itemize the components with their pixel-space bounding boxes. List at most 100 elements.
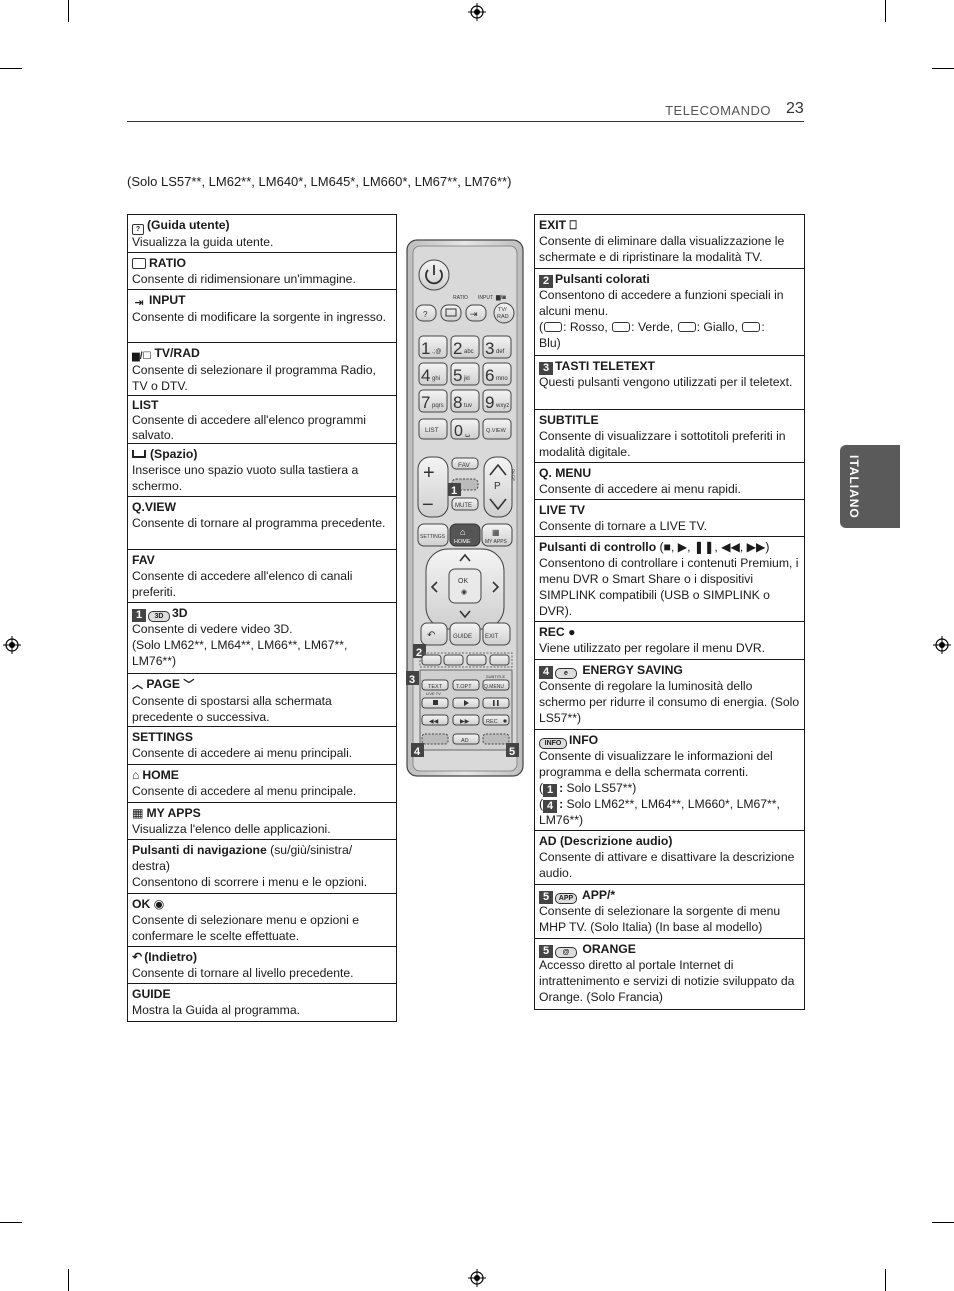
callout-badge: 3 — [539, 362, 553, 375]
mute-button[interactable]: MUTE — [451, 497, 479, 511]
page-up-icon: ︿ — [132, 679, 143, 691]
svg-text:OK: OK — [458, 578, 468, 585]
guide-button[interactable]: ? — [415, 304, 437, 322]
callout-badge: 1 — [132, 609, 146, 622]
callout-badge: 1 — [543, 783, 558, 797]
page-rocker[interactable]: P — [483, 456, 513, 518]
svg-text:TV/: TV/ — [498, 307, 507, 313]
pause-button[interactable] — [482, 697, 510, 709]
tv-rad-button[interactable]: TV/ RAD — [493, 302, 515, 324]
callout-badge: 2 — [539, 275, 553, 288]
ok-button[interactable]: OK◉ — [448, 568, 482, 604]
svg-text:Q.VIEW: Q.VIEW — [486, 428, 507, 434]
svg-text:pqrs: pqrs — [432, 403, 444, 409]
table-row: 5@ ORANGE Accesso diretto al portale Int… — [535, 939, 804, 1010]
table-row: RATIO Consente di ridimensionare un'imma… — [128, 253, 396, 290]
crop-mark — [0, 1222, 22, 1223]
energy-saving-button[interactable] — [421, 733, 449, 745]
fast-forward-button[interactable]: ▶▶ — [452, 714, 480, 726]
table-row: LIST Consente di accedere all'elenco pro… — [128, 396, 396, 444]
ratio-button[interactable] — [440, 304, 462, 322]
app-button[interactable] — [482, 733, 510, 745]
svg-text:TEXT: TEXT — [428, 684, 443, 690]
ad-button[interactable]: AD — [452, 733, 480, 745]
page-number: 23 — [786, 100, 804, 117]
orange-icon: @ — [555, 947, 577, 958]
blue-button[interactable] — [489, 654, 510, 666]
green-button[interactable] — [443, 654, 464, 666]
play-icon: ▶ — [677, 540, 688, 554]
rec-icon: ● — [568, 625, 576, 639]
table-row: ↶(Indietro) Consente di tornare al livel… — [128, 947, 396, 984]
svg-text:3: 3 — [409, 674, 415, 686]
header-rule — [127, 121, 804, 122]
back-button[interactable]: ↶ — [420, 622, 448, 646]
exit-button[interactable]: EXIT — [482, 622, 511, 646]
home-button[interactable]: ⌂HOME — [449, 523, 481, 547]
table-row: Q. MENU Consente di accedere ai menu rap… — [535, 463, 804, 500]
red-button[interactable] — [421, 654, 442, 666]
svg-text:4: 4 — [421, 366, 430, 385]
ratio-label: RATIO — [453, 295, 468, 301]
svg-text:↶: ↶ — [427, 630, 435, 641]
table-row: SUBTITLE Consente di visualizzare i sott… — [535, 410, 804, 463]
crop-mark — [68, 0, 69, 22]
text-button[interactable]: TEXT — [421, 679, 449, 691]
topt-button[interactable]: T.OPT — [452, 679, 480, 691]
digit-1-button[interactable]: 1.;@ — [418, 335, 448, 359]
table-row: (Spazio) Inserisce uno spazio vuoto sull… — [128, 444, 396, 497]
svg-text:9: 9 — [485, 393, 494, 412]
svg-text:4: 4 — [414, 746, 421, 758]
play-button[interactable] — [452, 697, 480, 709]
stop-button[interactable] — [421, 697, 449, 709]
rec-button[interactable]: REC — [482, 714, 510, 726]
svg-text:2: 2 — [416, 647, 422, 659]
settings-button[interactable]: SETTINGS — [417, 523, 449, 547]
app-icon: APP — [555, 893, 577, 904]
qview-button[interactable]: Q.VIEW — [482, 418, 512, 440]
zero-button[interactable]: 0␣ — [450, 418, 480, 440]
svg-text:5: 5 — [453, 366, 462, 385]
volume-rocker[interactable]: +− — [417, 456, 449, 518]
info-icon: INFO — [539, 738, 567, 749]
svg-text:mno: mno — [496, 376, 508, 382]
tv-radio-icon: ▆/☐ — [132, 351, 152, 362]
my-apps-icon: ▦ — [132, 806, 144, 820]
pause-icon: ❚❚ — [693, 540, 715, 554]
svg-text:.;@: .;@ — [432, 349, 441, 355]
list-button[interactable]: LIST — [418, 418, 448, 440]
live-tv-label: LIVE TV — [426, 691, 441, 696]
callout-badge: 4 — [539, 666, 553, 679]
rewind-button[interactable]: ◀◀ — [421, 714, 449, 726]
qmenu-button[interactable]: Q.MENU — [482, 679, 510, 691]
crop-mark — [0, 68, 22, 69]
svg-text:◀◀: ◀◀ — [429, 719, 439, 725]
svg-text:6: 6 — [485, 366, 494, 385]
power-button[interactable] — [418, 259, 450, 291]
color-buttons-group — [419, 652, 513, 668]
svg-text:EXIT: EXIT — [485, 634, 499, 640]
right-function-table: EXIT ⎕ Consente di eliminare dalla visua… — [534, 214, 805, 1010]
stop-icon: ■ — [663, 540, 671, 554]
svg-text:T.OPT: T.OPT — [456, 684, 472, 690]
table-row: Pulsanti di navigazione (su/giù/sinistra… — [128, 840, 396, 894]
home-icon: ⌂ — [132, 768, 140, 782]
svg-text:MUTE: MUTE — [455, 503, 472, 509]
fav-button[interactable]: FAV — [451, 457, 479, 470]
svg-text:1: 1 — [421, 339, 430, 358]
yellow-button[interactable] — [466, 654, 487, 666]
my-apps-button[interactable]: ▦MY APPS — [481, 523, 513, 547]
input-button[interactable]: ⇥ — [465, 304, 487, 322]
guide-epg-button[interactable]: GUIDE — [449, 622, 481, 646]
